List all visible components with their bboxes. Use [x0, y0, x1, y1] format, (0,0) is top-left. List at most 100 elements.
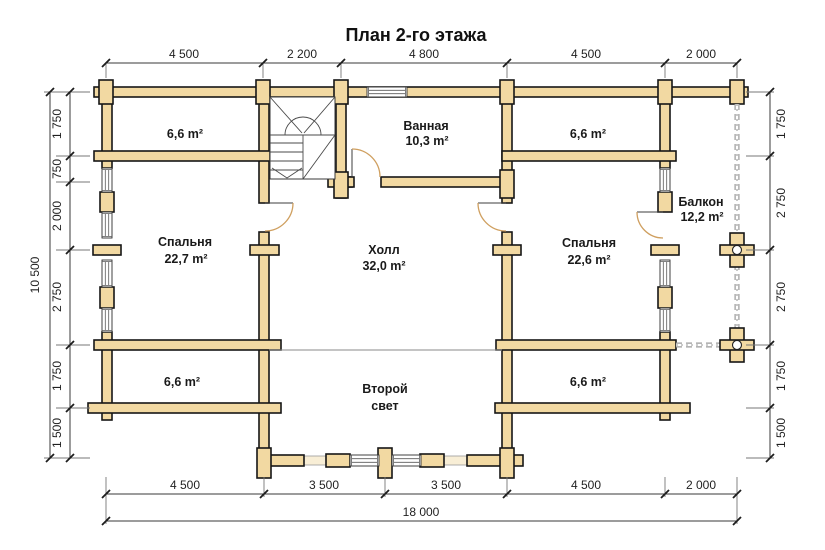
dim-ticks-bottom	[101, 489, 742, 526]
dim-right-1: 1 750	[774, 109, 788, 139]
log-post	[499, 169, 515, 199]
stair-walkline-arc	[284, 116, 322, 136]
dim-right-3: 2 750	[774, 282, 788, 312]
room-name-bedroom-left: Спальня	[158, 235, 212, 249]
log-post	[657, 79, 673, 105]
stair-outline	[269, 96, 336, 180]
wall-right-log-block	[657, 191, 673, 213]
window-symbol	[659, 307, 671, 333]
dim-left-3: 2 000	[50, 201, 64, 231]
wall-right-log-block	[657, 286, 673, 309]
dim-left-5: 1 750	[50, 361, 64, 391]
log-post	[650, 244, 680, 256]
window-symbol	[101, 167, 113, 193]
dim-left-1: 1 750	[50, 109, 64, 139]
balcony-railing	[676, 104, 755, 363]
window-symbol	[101, 307, 113, 333]
dim-line-bottom	[106, 493, 737, 522]
dim-top-3: 4 800	[409, 47, 439, 61]
room-name-second-light-1: Второй	[362, 382, 407, 396]
dim-bottom-3: 3 500	[431, 478, 461, 492]
log-posts	[92, 79, 745, 479]
stair-treads	[270, 142, 303, 171]
wall-bottom-log-block	[419, 453, 445, 468]
room-name-balcony: Балкон	[678, 195, 723, 209]
extension-lines-bottom	[105, 477, 738, 524]
stair-center-line	[270, 134, 335, 179]
extension-lines-right	[746, 91, 774, 459]
staircase	[269, 96, 336, 180]
window-symbol	[349, 454, 380, 467]
dim-top-1: 4 500	[169, 47, 199, 61]
dim-bottom-2: 3 500	[309, 478, 339, 492]
walls-layer	[87, 86, 749, 468]
dim-top-5: 2 000	[686, 47, 716, 61]
wall-room-top-right-bottom	[501, 150, 677, 162]
door-bedroom-right	[477, 202, 507, 232]
log-post	[333, 79, 349, 105]
dim-right-2: 2 750	[774, 188, 788, 218]
room-name-bedroom-right: Спальня	[562, 236, 616, 250]
dim-line-left	[49, 92, 71, 458]
dim-left-6: 1 500	[50, 418, 64, 448]
stair-winder-lines	[269, 96, 336, 180]
window-symbol	[101, 259, 113, 288]
room-name-hall: Холл	[368, 243, 399, 257]
dim-top-4: 4 500	[571, 47, 601, 61]
room-area-hall: 32,0 m²	[362, 259, 405, 273]
window-symbol	[391, 454, 422, 467]
log-post	[255, 79, 271, 105]
log-post	[98, 79, 114, 105]
log-post	[377, 447, 393, 479]
dim-right-5: 1 500	[774, 418, 788, 448]
window-symbol	[101, 211, 113, 239]
log-post	[729, 79, 745, 105]
room-labels: 6,6 m² Ванная 10,3 m² 6,6 m² Балкон 12,2…	[158, 119, 724, 413]
log-post	[92, 244, 122, 256]
wall-left-log-block	[99, 286, 115, 309]
wall-room-bottom-left-bottom	[87, 402, 282, 414]
wall-room-bottom-right-top	[495, 339, 677, 351]
wall-exterior-bottom-segment	[466, 454, 524, 467]
dim-left-2: 750	[50, 159, 64, 179]
dim-ticks-top	[101, 58, 742, 68]
plan-title: План 2-го этажа	[345, 25, 487, 45]
window-symbol	[659, 259, 671, 288]
room-area-top-left: 6,6 m²	[167, 127, 203, 141]
sill-bottom-left	[303, 455, 327, 466]
room-area-bedroom-left: 22,7 m²	[164, 252, 207, 266]
log-post	[499, 447, 515, 479]
railing-post-circle	[731, 244, 743, 256]
dim-ticks-left	[45, 87, 75, 463]
room-area-bathroom: 10,3 m²	[405, 134, 448, 148]
wall-room-bottom-left-top	[93, 339, 282, 351]
wall-exterior-top	[93, 86, 749, 98]
dimension-labels: 4 500 2 200 4 800 4 500 2 000 4 500 3 50…	[28, 47, 788, 519]
windows	[101, 86, 671, 467]
room-area-top-right: 6,6 m²	[570, 127, 606, 141]
stair-direction-arrow	[271, 167, 303, 179]
wall-bottom-log-block	[325, 453, 351, 468]
door-balcony	[636, 211, 664, 239]
log-post	[249, 244, 280, 256]
room-area-bottom-left: 6,6 m²	[164, 375, 200, 389]
room-area-balcony: 12,2 m²	[680, 210, 723, 224]
room-area-bottom-right: 6,6 m²	[570, 375, 606, 389]
dim-right-4: 1 750	[774, 361, 788, 391]
log-post	[492, 244, 522, 256]
dim-ticks-right	[765, 87, 775, 463]
door-bedroom-left	[264, 202, 294, 232]
wall-bathroom-bottom	[380, 176, 513, 188]
dim-left-total: 10 500	[28, 256, 42, 293]
extension-lines-left	[44, 91, 90, 459]
dim-bottom-4: 4 500	[571, 478, 601, 492]
dim-bottom-5: 2 000	[686, 478, 716, 492]
log-post	[256, 447, 272, 479]
room-name-second-light-2: свет	[371, 399, 398, 413]
log-post	[333, 171, 349, 199]
door-bathroom	[351, 148, 381, 178]
wall-left-log-block	[99, 191, 115, 213]
wall-room-top-left-bottom	[93, 150, 271, 162]
room-area-bedroom-right: 22,6 m²	[567, 253, 610, 267]
